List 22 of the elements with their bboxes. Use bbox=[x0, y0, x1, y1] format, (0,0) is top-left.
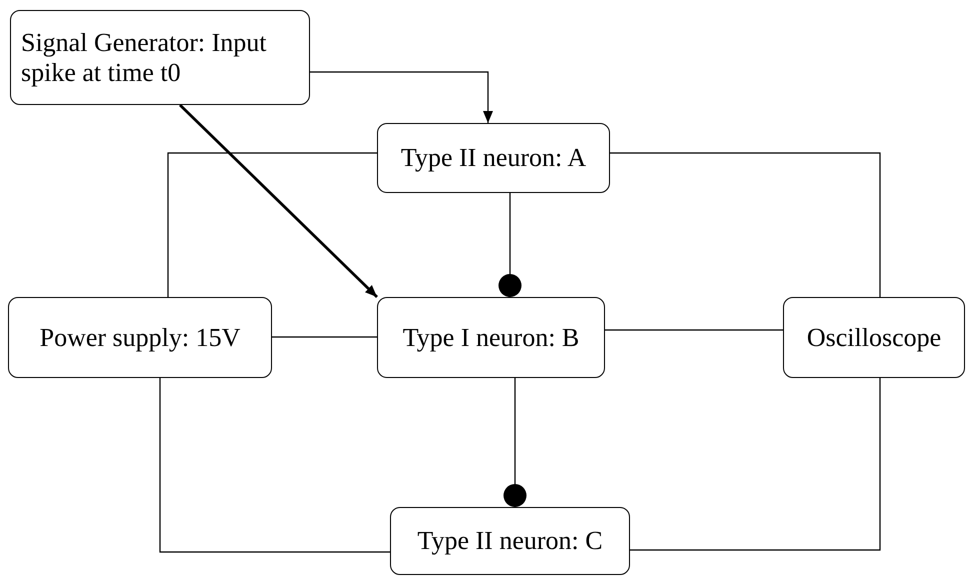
node-label: Type II neuron: C bbox=[417, 526, 603, 556]
connector-line bbox=[610, 152, 881, 297]
node-label: Type II neuron: A bbox=[400, 143, 586, 173]
connector-line bbox=[605, 329, 783, 331]
node-label: Type I neuron: B bbox=[402, 322, 580, 352]
arrow bbox=[179, 104, 378, 298]
process-box bbox=[783, 297, 965, 378]
connector-line bbox=[272, 336, 377, 338]
synapse-connector bbox=[504, 378, 526, 507]
process-box bbox=[8, 297, 272, 378]
connector-line bbox=[167, 152, 377, 297]
process-box bbox=[10, 10, 310, 105]
arrow bbox=[310, 71, 493, 123]
node-label: Power supply: 15V bbox=[40, 322, 240, 352]
synapse-connector bbox=[498, 193, 522, 297]
process-box bbox=[377, 123, 610, 193]
node-label: Signal Generator: Input spike at time t0 bbox=[21, 28, 268, 88]
process-box bbox=[390, 507, 630, 575]
connector-line bbox=[159, 378, 390, 553]
connector-line bbox=[630, 378, 881, 551]
node-label: Oscilloscope bbox=[806, 322, 942, 352]
process-box bbox=[377, 297, 605, 378]
